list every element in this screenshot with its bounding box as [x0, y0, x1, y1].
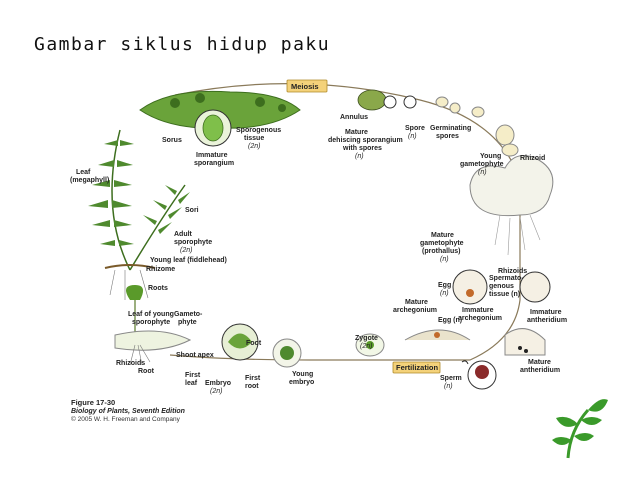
label-leaf-2: (megaphyll) [70, 177, 109, 184]
label-germinating-1: Germinating [430, 125, 471, 132]
label-sorus: Sorus [162, 137, 182, 144]
label-spermatogenous-2: genous [489, 283, 514, 290]
label-dehiscing-4: (n) [355, 153, 364, 160]
label-immature-archegonium-2: archegonium [458, 315, 502, 322]
figure-number: Figure 17-30 [71, 398, 116, 407]
label-young-embryo-2: embryo [289, 379, 314, 386]
label-sporogenous-2: tissue [244, 135, 264, 142]
leaf-logo-icon [552, 399, 608, 459]
label-immature-sporangium-2: sporangium [194, 160, 234, 167]
zygote [355, 333, 385, 357]
label-spore-2: (n) [408, 133, 417, 140]
label-mature-gametophyte-1: Mature [431, 232, 454, 239]
label-leaf-young-sporophyte-2: sporophyte [132, 319, 170, 326]
label-sporogenous-1: Sporogenous [236, 127, 281, 134]
label-young-gametophyte-3: (n) [478, 169, 487, 176]
label-spermatogenous-1: Spermato- [489, 275, 524, 282]
fertilization-tag: Fertilization [392, 361, 441, 374]
label-immature-sporangium-1: Immature [196, 152, 228, 159]
label-gametophyte-small-2: phyte [178, 319, 197, 326]
label-sperm-1: Sperm [440, 375, 462, 382]
label-root: Root [138, 368, 155, 375]
label-sperm-2: (n) [444, 383, 453, 390]
label-sori: Sori [185, 207, 199, 214]
label-egg-2: (n) [440, 290, 449, 297]
label-spermatogenous-3: tissue (n) [489, 291, 520, 298]
label-leaf-1: Leaf [76, 169, 91, 176]
book-title: Biology of Plants, Seventh Edition [71, 408, 185, 415]
slide-title: Gambar siklus hidup paku [34, 34, 331, 55]
antheridium-detail [519, 271, 551, 303]
young-sporophyte [114, 285, 192, 366]
label-roots: Roots [148, 285, 168, 292]
label-mature-gametophyte-4: (n) [440, 256, 449, 263]
mature-gametophyte-prothallus [469, 155, 554, 256]
meiosis-tag: Meiosis [286, 79, 328, 93]
label-egg-n: Egg (n) [438, 317, 462, 324]
label-germinating-2: spores [436, 133, 459, 140]
label-first-leaf-2: leaf [185, 380, 198, 387]
dehiscing-sporangium [357, 89, 417, 111]
label-dehiscing-3: with spores [342, 145, 382, 152]
label-egg-1: Egg [438, 282, 451, 289]
young-embryo [272, 338, 302, 368]
label-first-leaf-1: First [185, 372, 201, 379]
diagram-labels: Sorus Immature sporangium Sporogenous ti… [70, 114, 567, 395]
copyright-text: © 2005 W. H. Freeman and Company [71, 416, 180, 423]
label-dehiscing-2: dehiscing sporangium [328, 137, 403, 144]
sperm-egg-detail [461, 360, 497, 390]
label-embryo-2: (2n) [210, 388, 222, 395]
label-zygote-1: Zygote [355, 335, 378, 342]
label-zygote-2: (2n) [360, 343, 372, 350]
label-rhizoids: Rhizoids [498, 268, 527, 275]
label-adult-3: (2n) [180, 247, 192, 254]
label-mature-gametophyte-2: gametophyte [420, 240, 464, 247]
young-gametophyte [495, 124, 519, 157]
label-rhizoid: Rhizoid [520, 155, 545, 162]
frond-pinna-with-sori [139, 90, 301, 129]
antheridium-row [504, 328, 546, 356]
label-annulus: Annulus [340, 114, 368, 121]
germinating-spores [435, 96, 485, 118]
label-immature-archegonium-1: Immature [462, 307, 494, 314]
label-young-gametophyte-1: Young [480, 153, 501, 160]
label-shoot-apex: Shoot apex [176, 352, 214, 359]
label-rhizoids-2: Rhizoids [116, 360, 145, 367]
label-gametophyte-small-1: Gameto- [174, 311, 203, 318]
label-young-gametophyte-2: gametophyte [460, 161, 504, 168]
label-embryo-1: Embryo [205, 380, 231, 387]
label-rhizome: Rhizome [146, 266, 175, 273]
label-mature-archegonium-1: Mature [405, 299, 428, 306]
label-foot: Foot [246, 340, 262, 347]
label-mature-archegonium-2: archegonium [393, 307, 437, 314]
adult-fern-sporophyte [88, 129, 190, 300]
label-first-root-2: root [245, 383, 259, 390]
label-mature-antheridium-2: antheridium [520, 367, 560, 374]
svg-text:Meiosis: Meiosis [291, 82, 319, 91]
label-dehiscing-1: Mature [345, 129, 368, 136]
immature-sporangium-detail [194, 109, 232, 147]
label-mature-gametophyte-3: (prothallus) [422, 248, 461, 255]
label-immature-antheridium-2: antheridium [527, 317, 567, 324]
embryo-detail [221, 323, 259, 361]
label-mature-antheridium-1: Mature [528, 359, 551, 366]
label-young-embryo-1: Young [292, 371, 313, 378]
svg-text:Fertilization: Fertilization [396, 363, 439, 372]
label-immature-antheridium-1: Immature [530, 309, 562, 316]
label-spore-1: Spore [405, 125, 425, 132]
label-young-leaf: Young leaf (fiddlehead) [150, 257, 227, 264]
label-first-root-1: First [245, 375, 261, 382]
label-leaf-young-sporophyte-1: Leaf of young [128, 311, 174, 318]
mature-archegonium [404, 329, 471, 341]
archegonium-detail [452, 269, 488, 305]
label-sporogenous-3: (2n) [248, 143, 260, 150]
label-adult-2: sporophyte [174, 239, 212, 246]
label-adult-1: Adult [174, 231, 193, 238]
figure-caption: Figure 17-30 Biology of Plants, Seventh … [71, 398, 185, 423]
